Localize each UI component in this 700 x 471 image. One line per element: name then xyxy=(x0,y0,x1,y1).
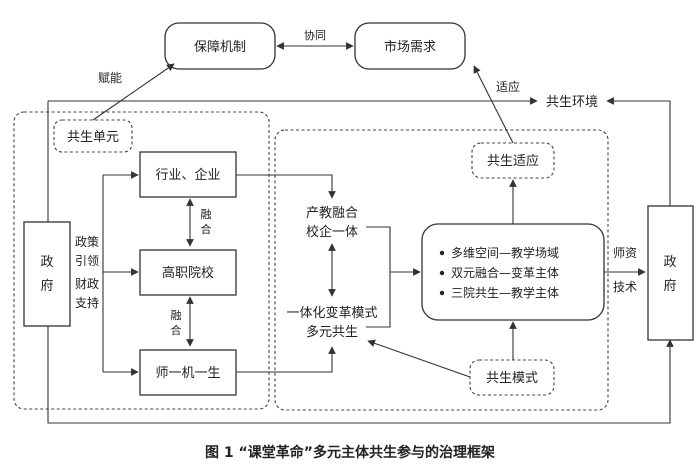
moshi-to-yitihua-arrow xyxy=(367,339,471,378)
chanjiao-ronghe-text: 产教融合 xyxy=(306,205,358,221)
duoyuan-gongsheng-text: 多元共生 xyxy=(306,324,358,340)
yitihua-biange-text: 一体化变革模式 xyxy=(286,305,377,321)
zhichi-label: 支持 xyxy=(75,295,99,310)
shichang-xuqiu-box xyxy=(354,22,466,70)
gaozhi-yuanxiao-box xyxy=(139,249,237,296)
hangye-qiye-box xyxy=(139,151,237,198)
left-dashed-region xyxy=(13,111,270,410)
shiying-label: 适应 xyxy=(496,79,520,94)
zhengfu-right-char-2: 府 xyxy=(663,279,676,294)
bottom-loop-line xyxy=(47,326,674,424)
center-item-3: 三院共生—教学主体 xyxy=(451,285,559,300)
zhengce-label: 政策 xyxy=(75,235,99,249)
gongsheng-huanjing-text: 共生环境 xyxy=(546,95,598,110)
gongsheng-danyuan-text: 共生单元 xyxy=(67,130,119,145)
zhengfu-left-char-2: 府 xyxy=(40,279,53,294)
shijisheng-to-yitihua-arrow xyxy=(236,346,336,373)
shichang-xuqiu-text: 市场需求 xyxy=(384,39,436,55)
zhengfu-left-char-1: 政 xyxy=(40,255,53,270)
ronghe-label-2a: 融 xyxy=(171,309,182,322)
jishu-label: 技术 xyxy=(613,280,637,294)
gongsheng-danyuan-box xyxy=(53,119,133,153)
center-item-1: 多维空间—教学场域 xyxy=(451,245,559,260)
shizi-label: 师资 xyxy=(613,246,637,260)
yinling-label: 引领 xyxy=(75,254,99,268)
shi-ji-sheng-text: 师一机一生 xyxy=(155,366,220,381)
caizheng-label: 财政 xyxy=(75,277,99,291)
middle-right-bracket xyxy=(366,226,391,328)
hangye-to-chanjiao-arrow xyxy=(236,174,336,199)
xiaoqi-yiti-text: 校企一体 xyxy=(306,224,358,240)
bullet-1 xyxy=(439,250,445,256)
figure-caption: 图 1 “课堂革命”多元主体共生参与的治理框架 xyxy=(205,444,495,461)
baozhang-jizhi-box xyxy=(164,22,276,70)
gongsheng-shiying-text: 共生适应 xyxy=(487,153,539,169)
zhengfu-right-box xyxy=(647,205,694,341)
hangye-qiye-text: 行业、企业 xyxy=(155,167,220,183)
shiying-arrow xyxy=(473,65,514,144)
right-dashed-region xyxy=(274,129,609,411)
gongsheng-moshi-text: 共生模式 xyxy=(486,371,538,386)
zhengfu-left-box xyxy=(23,221,71,327)
gaozhi-yuanxiao-text: 高职院校 xyxy=(162,265,214,281)
funeng-label: 赋能 xyxy=(98,71,122,85)
xietong-label: 协同 xyxy=(304,28,326,42)
bullet-3 xyxy=(439,290,445,296)
ronghe-label-1a: 融 xyxy=(201,208,212,221)
ronghe-label-1b: 合 xyxy=(201,222,212,236)
ronghe-label-2b: 合 xyxy=(171,323,182,337)
huanjing-right-line xyxy=(606,97,671,206)
shi-ji-sheng-box xyxy=(139,349,237,396)
gongsheng-moshi-box xyxy=(469,359,555,396)
zhengfu-right-char-1: 政 xyxy=(663,255,676,270)
funeng-arrow xyxy=(92,63,175,121)
center-item-2: 双元融合—变革主体 xyxy=(451,265,559,280)
baozhang-jizhi-text: 保障机制 xyxy=(194,40,246,55)
bullet-2 xyxy=(439,270,445,276)
